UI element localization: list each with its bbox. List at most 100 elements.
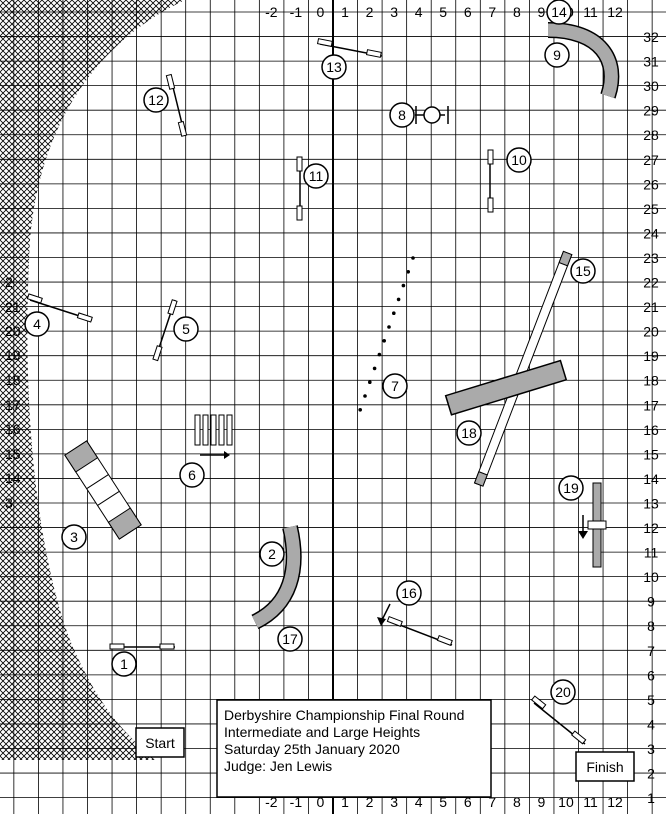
axis-bottom-label: 4 (415, 794, 423, 810)
weave-pole (401, 283, 406, 288)
tyre-8 (415, 106, 449, 124)
axis-bottom-label: 2 (366, 794, 374, 810)
svg-text:20: 20 (555, 684, 571, 700)
obstacle-marker-5: 5 (173, 316, 199, 342)
jump-13 (316, 38, 383, 58)
svg-text:19: 19 (563, 480, 579, 496)
info-line-3: Saturday 25th January 2020 (224, 741, 400, 757)
obstacle-marker-1: 1 (111, 651, 137, 677)
axis-left-label: 20 (5, 323, 21, 339)
weave-pole (372, 366, 377, 371)
axis-top-label: 6 (464, 4, 472, 20)
weave-pole (363, 394, 367, 398)
axis-right-labels: 3231302928272625242322212019181716151413… (643, 29, 659, 806)
weave-pole (396, 297, 401, 302)
axis-bottom-label: -2 (265, 794, 278, 810)
jump-20 (530, 695, 587, 745)
axis-right-label: 26 (643, 176, 659, 192)
axis-top-label: 2 (366, 4, 374, 20)
axis-right-label: 5 (647, 692, 655, 708)
axis-right-label: 21 (643, 299, 659, 315)
svg-text:17: 17 (282, 631, 298, 647)
axis-right-label: 31 (643, 54, 659, 70)
axis-bottom-label: 5 (439, 794, 447, 810)
axis-top-label: 1 (341, 4, 349, 20)
obstacle-marker-3: 3 (61, 524, 87, 550)
svg-text:9: 9 (553, 47, 561, 63)
axis-right-label: 19 (643, 348, 659, 364)
axis-bottom-label: -1 (290, 794, 303, 810)
obstacle-marker-15: 15 (570, 258, 596, 284)
axis-bottom-label: 10 (558, 794, 574, 810)
obstacle-marker-18: 18 (456, 420, 482, 446)
svg-text:15: 15 (575, 263, 591, 279)
obstacle-marker-9: 9 (544, 42, 570, 68)
svg-text:12: 12 (148, 92, 164, 108)
axis-left-label: 21 (5, 299, 21, 315)
jump-1 (109, 643, 175, 650)
info-line-2: Intermediate and Large Heights (224, 724, 420, 740)
start-box: Start (135, 727, 185, 758)
svg-text:18: 18 (461, 425, 477, 441)
axis-left-label: 17 (5, 397, 21, 413)
jump-12 (165, 73, 188, 137)
svg-text:4: 4 (33, 316, 41, 332)
svg-text:3: 3 (70, 529, 78, 545)
weave-pole (382, 339, 387, 343)
axis-right-label: 1 (647, 790, 655, 806)
obstacle-marker-2: 2 (259, 541, 285, 567)
svg-text:16: 16 (401, 585, 417, 601)
info-line-4: Judge: Jen Lewis (224, 758, 332, 774)
tunnel-18 (444, 359, 568, 416)
axis-left-label: 14 (5, 470, 21, 486)
svg-text:14: 14 (551, 4, 567, 20)
axis-right-label: 7 (647, 643, 655, 659)
axis-right-label: 27 (643, 152, 659, 168)
axis-top-label: 0 (317, 4, 325, 20)
obstacle-marker-13: 13 (321, 54, 347, 80)
axis-right-label: 11 (644, 545, 659, 561)
svg-text:1: 1 (120, 656, 128, 672)
course-info-box: Derbyshire Championship Final Round Inte… (216, 699, 492, 798)
svg-text:2: 2 (268, 546, 276, 562)
long-jump-6 (194, 414, 233, 459)
obstacle-marker-6: 6 (179, 462, 205, 488)
jump-16 (377, 603, 453, 646)
axis-right-label: 25 (643, 201, 659, 217)
axis-right-label: 4 (647, 716, 655, 732)
obstacle-marker-19: 19 (558, 475, 584, 501)
axis-bottom-label: 9 (538, 794, 546, 810)
obstacle-marker-8: 8 (389, 102, 415, 128)
axis-top-label: 7 (488, 4, 496, 20)
axis-top-label: -2 (265, 4, 278, 20)
obstacle-marker-17: 17 (277, 626, 303, 652)
start-label: Start (145, 735, 175, 751)
axis-right-label: 13 (643, 495, 659, 511)
axis-right-label: 23 (643, 250, 659, 266)
axis-left-label: 15 (5, 446, 21, 462)
axis-right-label: 18 (643, 373, 659, 389)
axis-top-label: 9 (538, 4, 546, 20)
axis-left-label: 3 (5, 495, 13, 511)
axis-right-label: 28 (643, 127, 659, 143)
axis-top-label: 8 (513, 4, 521, 20)
obstacle-marker-4: 4 (24, 311, 50, 337)
axis-right-label: 3 (647, 741, 655, 757)
axis-right-label: 10 (643, 569, 659, 585)
svg-text:6: 6 (188, 467, 196, 483)
axis-top-label: 11 (583, 4, 598, 20)
axis-right-label: 14 (643, 471, 659, 487)
axis-bottom-label: 11 (583, 794, 598, 810)
axis-top-label: -1 (290, 4, 303, 20)
svg-text:8: 8 (398, 107, 406, 123)
obstacle-marker-14: 14 (546, 0, 572, 25)
see-saw-3 (64, 440, 142, 540)
weave-pole (406, 270, 411, 274)
axis-right-label: 24 (643, 225, 659, 241)
axis-right-label: 12 (643, 520, 659, 536)
axis-left-label: 19 (5, 347, 21, 363)
weave-pole (368, 380, 372, 385)
